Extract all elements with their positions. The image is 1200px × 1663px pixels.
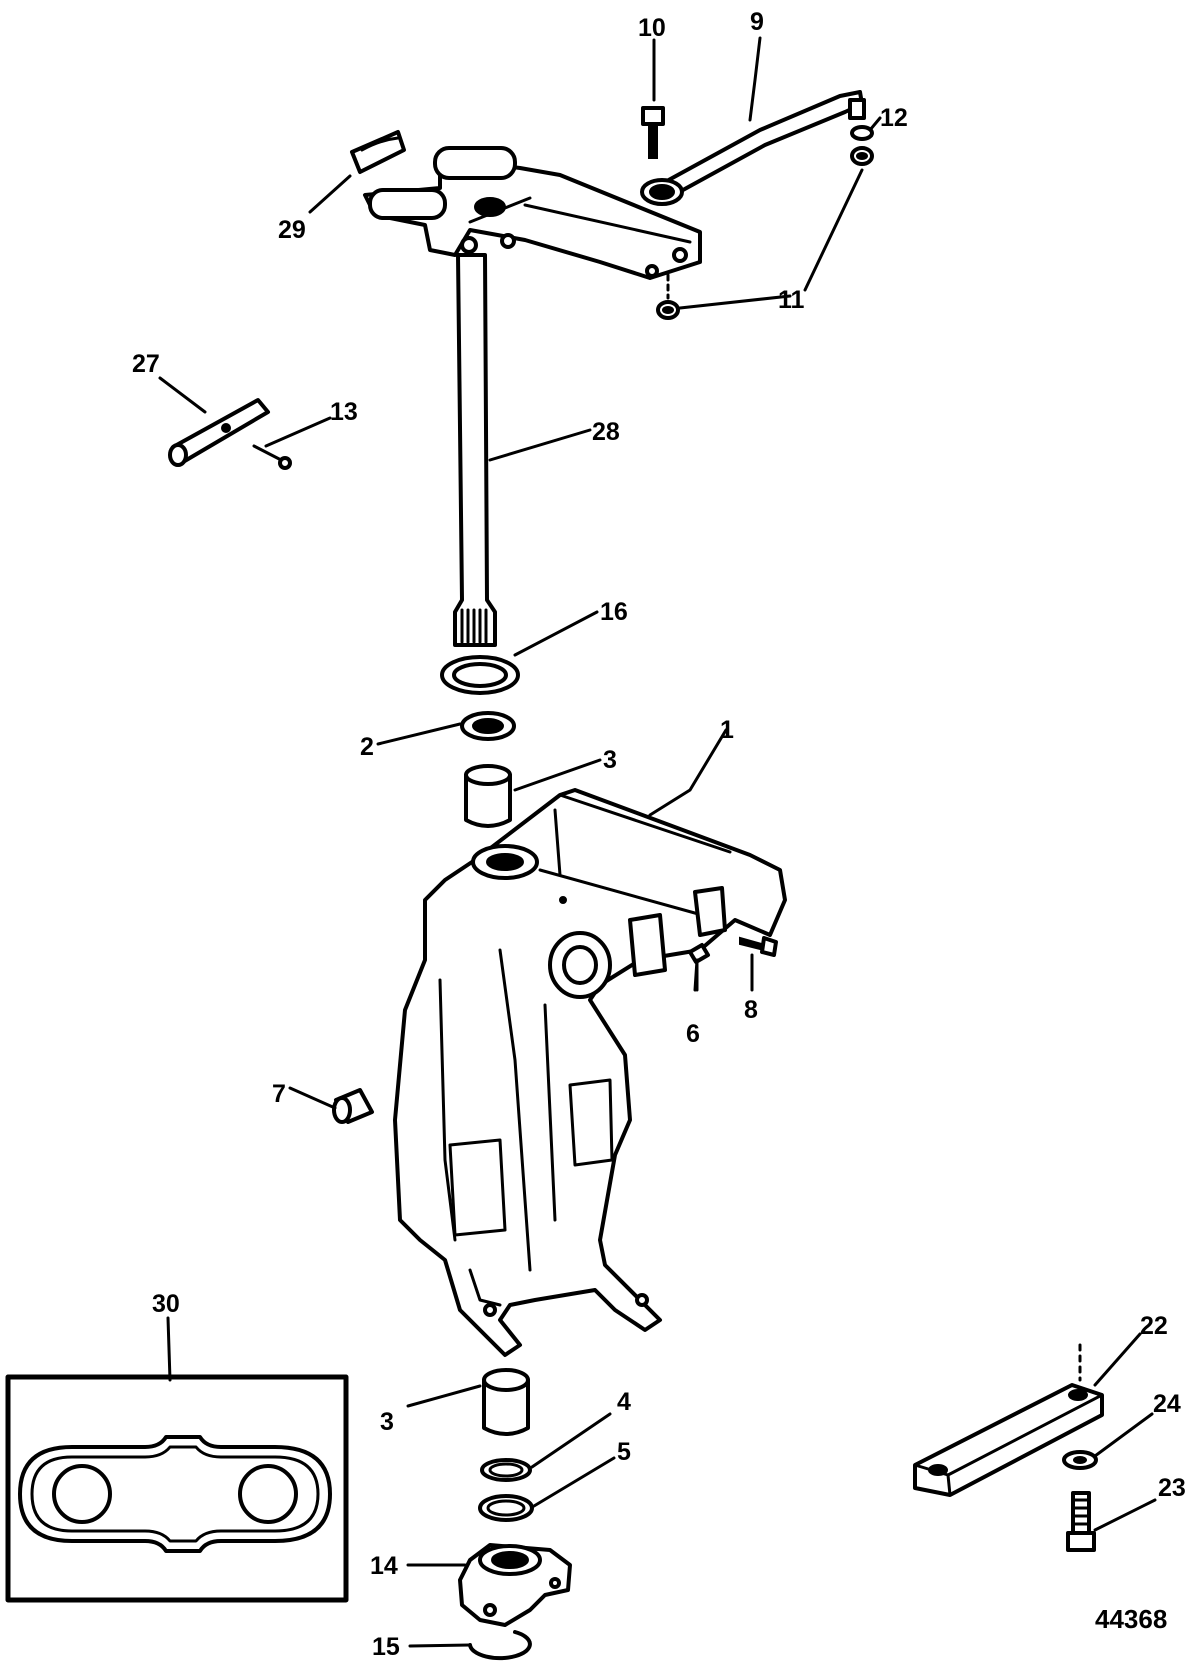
callout-10: 10 <box>638 14 666 42</box>
callout-24: 24 <box>1153 1390 1181 1418</box>
callout-1: 1 <box>720 716 734 744</box>
callout-9: 9 <box>750 8 764 36</box>
part-3-upper-bushing <box>464 764 512 828</box>
callout-27: 27 <box>132 350 160 378</box>
callout-3-upper: 3 <box>603 746 617 774</box>
part-3-lower-bushing <box>482 1368 530 1436</box>
callout-12: 12 <box>880 104 908 132</box>
callout-4: 4 <box>617 1388 631 1416</box>
callout-23: 23 <box>1158 1474 1186 1502</box>
part-29-clip <box>350 130 406 174</box>
callout-labels: 10 9 12 29 11 27 13 28 16 2 1 3 8 6 7 30… <box>132 8 1186 1661</box>
part-24-washer <box>1062 1450 1098 1470</box>
part-14-housing <box>458 1543 572 1627</box>
part-11-nut-upper <box>850 146 874 166</box>
part-27-pin <box>168 398 270 467</box>
part-15-snap-ring <box>468 1630 532 1661</box>
callout-5: 5 <box>617 1438 631 1466</box>
leader-lines <box>158 36 1157 1648</box>
part-6-grease-fitting <box>688 943 710 992</box>
callout-8: 8 <box>744 996 758 1024</box>
part-22-tie-bar <box>913 1383 1104 1497</box>
steering-arm <box>363 146 702 280</box>
callout-28: 28 <box>592 418 620 446</box>
part-5-ring <box>478 1494 534 1522</box>
part-1-swivel-bracket <box>393 788 787 1357</box>
callout-7: 7 <box>272 1080 286 1108</box>
part-16-washer <box>440 655 520 695</box>
callout-6: 6 <box>686 1020 700 1048</box>
callout-30: 30 <box>152 1290 180 1318</box>
part-30-gasket-box <box>5 1374 349 1603</box>
part-4-ring <box>480 1458 532 1482</box>
callout-16: 16 <box>600 598 628 626</box>
part-7-bushing <box>332 1088 374 1124</box>
callout-2: 2 <box>360 733 374 761</box>
callout-13: 13 <box>330 398 358 426</box>
callout-29: 29 <box>278 216 306 244</box>
part-13-cotter-pin <box>252 444 292 470</box>
part-8-screw <box>739 936 778 957</box>
part-2-seal <box>460 711 516 741</box>
part-9-link-rod <box>640 90 866 206</box>
drawing-number: 44368 <box>1095 1604 1167 1634</box>
callout-14: 14 <box>370 1552 398 1580</box>
part-28-shaft <box>453 253 497 647</box>
callout-3-lower: 3 <box>380 1408 394 1436</box>
callout-11: 11 <box>778 286 805 314</box>
part-10-bolt <box>641 106 665 159</box>
callout-22: 22 <box>1140 1312 1168 1340</box>
callout-15: 15 <box>372 1633 400 1661</box>
part-23-bolt <box>1066 1491 1096 1552</box>
part-12-washer <box>850 125 874 141</box>
part-11-nut-lower <box>656 300 680 320</box>
